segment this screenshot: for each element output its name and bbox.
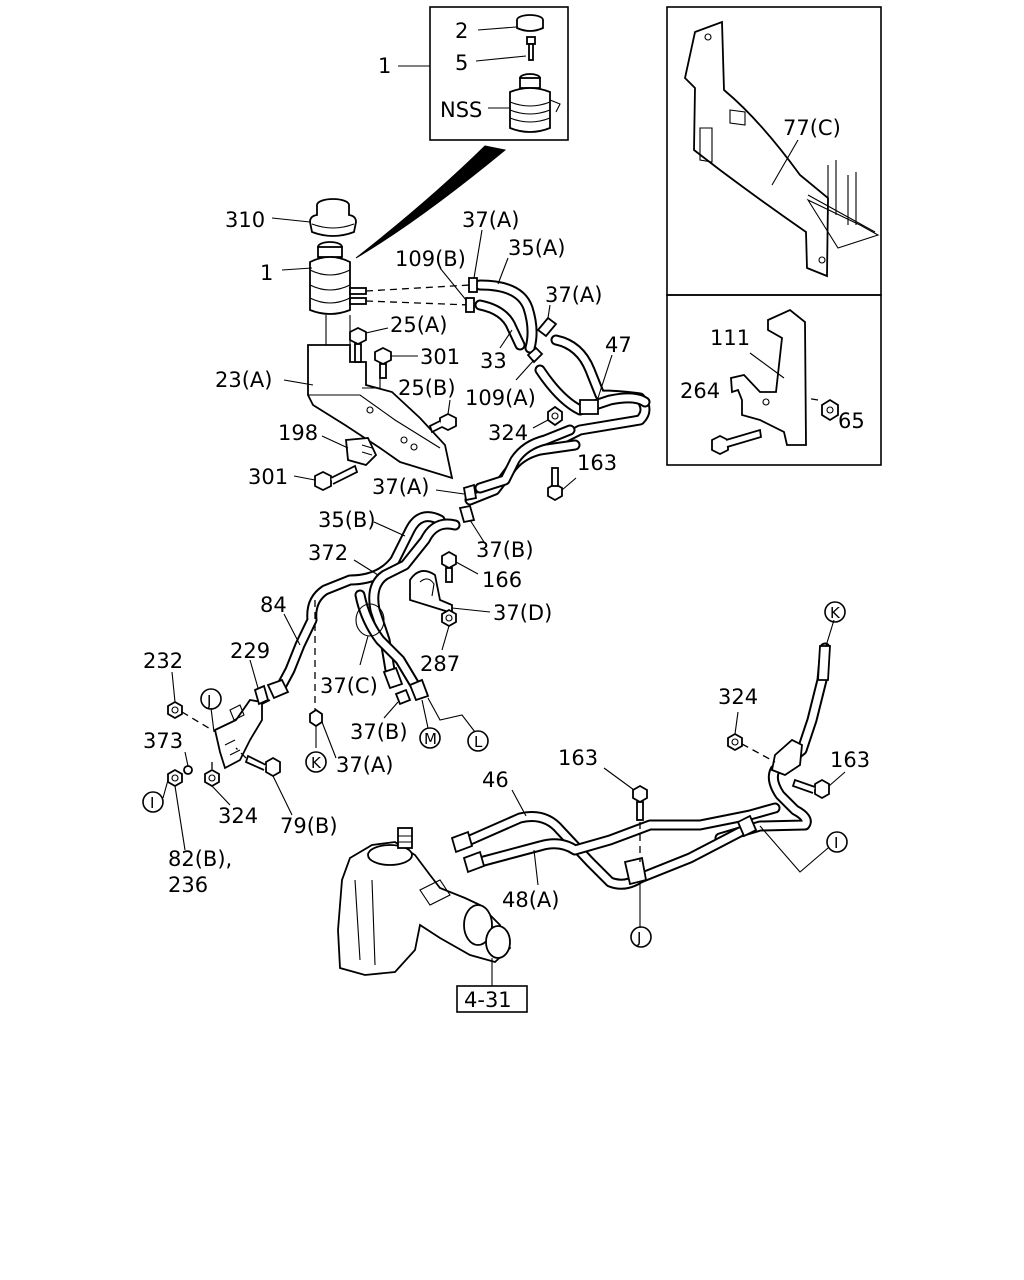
label-301-upper: 301 xyxy=(420,345,460,369)
label-37c: 37(C) xyxy=(320,674,378,698)
label-198: 198 xyxy=(278,421,318,445)
reservoir-inset xyxy=(398,6,569,141)
label-33: 33 xyxy=(480,349,507,373)
right-pipe-assembly xyxy=(714,619,846,844)
label-166: 166 xyxy=(482,568,522,592)
callout-k-left: K xyxy=(305,751,327,773)
callout-i-left: I xyxy=(142,779,169,813)
bolt-25b xyxy=(428,399,457,434)
bolt-301-upper xyxy=(374,346,418,379)
label-37a-right: 37(A) xyxy=(545,283,602,307)
svg-text:L: L xyxy=(474,733,483,751)
callout-j-bottom: J xyxy=(630,926,652,948)
label-nss: NSS xyxy=(440,98,482,122)
label-37b-low: 37(B) xyxy=(350,720,408,744)
label-301-lower: 301 xyxy=(248,465,288,489)
label-163-mid: 163 xyxy=(558,746,598,770)
label-236: 236 xyxy=(168,873,208,897)
label-79b: 79(B) xyxy=(280,814,338,838)
label-163-upper: 163 xyxy=(577,451,617,475)
label-25b: 25(B) xyxy=(398,376,456,400)
label-25a: 25(A) xyxy=(390,313,447,337)
hoses-upper xyxy=(439,229,558,381)
label-37a-low: 37(A) xyxy=(336,753,393,777)
svg-text:K: K xyxy=(311,754,322,772)
label-232: 232 xyxy=(143,649,183,673)
bolt-301-lower xyxy=(293,464,359,492)
nut-324-upper xyxy=(532,405,563,429)
label-264: 264 xyxy=(680,379,720,403)
label-109b: 109(B) xyxy=(395,247,466,271)
label-84: 84 xyxy=(260,593,287,617)
bolt-25a xyxy=(349,326,389,363)
label-37b-mid: 37(B) xyxy=(476,538,534,562)
clamp-37d xyxy=(409,550,491,651)
label-163-right: 163 xyxy=(830,748,870,772)
label-229: 229 xyxy=(230,639,270,663)
label-287: 287 xyxy=(420,652,460,676)
label-111: 111 xyxy=(710,326,750,350)
svg-text:J: J xyxy=(206,692,211,710)
dash-k-left xyxy=(309,600,337,759)
label-47: 47 xyxy=(605,333,632,357)
svg-text:K: K xyxy=(830,604,841,622)
svg-text:I: I xyxy=(150,794,154,812)
pipes-middle xyxy=(435,424,581,543)
label-37a-mid: 37(A) xyxy=(372,475,429,499)
steering-gearbox xyxy=(337,827,512,986)
label-310: 310 xyxy=(225,208,265,232)
callout-k-right: K xyxy=(824,601,846,623)
svg-text:I: I xyxy=(834,834,838,852)
label-23a: 23(A) xyxy=(215,368,272,392)
pipe-47 xyxy=(534,334,651,456)
label-35b: 35(B) xyxy=(318,508,376,532)
reservoir-assembly xyxy=(271,198,471,315)
label-37d: 37(D) xyxy=(493,601,552,625)
hoses-lower-left xyxy=(261,511,461,705)
clip-198 xyxy=(321,435,378,467)
callout-l: L xyxy=(467,730,489,752)
svg-text:J: J xyxy=(636,929,641,947)
reference-box-4-31 xyxy=(456,985,528,1013)
label-109a: 109(A) xyxy=(465,386,536,410)
callout-j-top: J xyxy=(200,688,222,710)
label-372: 372 xyxy=(308,541,348,565)
bracket-inset-bottom xyxy=(666,294,882,466)
pipes-46-48 xyxy=(450,767,829,928)
bracket-inset-top xyxy=(666,6,882,296)
callout-m: M xyxy=(419,727,441,749)
label-1-inset: 1 xyxy=(378,54,391,78)
label-4-31: 4-31 xyxy=(464,988,512,1012)
detail-pointer xyxy=(355,145,507,259)
label-37a-top: 37(A) xyxy=(462,208,519,232)
label-46: 46 xyxy=(482,768,509,792)
label-82b: 82(B), xyxy=(168,847,232,871)
label-2: 2 xyxy=(455,19,468,43)
label-35a: 35(A) xyxy=(508,236,565,260)
label-324-right: 324 xyxy=(718,685,758,709)
label-373: 373 xyxy=(143,729,183,753)
label-48a: 48(A) xyxy=(502,888,559,912)
callout-i-right: I xyxy=(826,831,848,853)
label-324-upper: 324 xyxy=(488,421,528,445)
label-5: 5 xyxy=(455,51,468,75)
label-1-main: 1 xyxy=(260,261,273,285)
left-bracket-cluster xyxy=(167,659,293,851)
label-65: 65 xyxy=(838,409,865,433)
bolt-163-upper xyxy=(547,467,577,502)
label-77c: 77(C) xyxy=(783,116,841,140)
svg-text:M: M xyxy=(424,730,437,748)
m-l-leaders xyxy=(383,688,476,733)
label-324-left: 324 xyxy=(218,804,258,828)
